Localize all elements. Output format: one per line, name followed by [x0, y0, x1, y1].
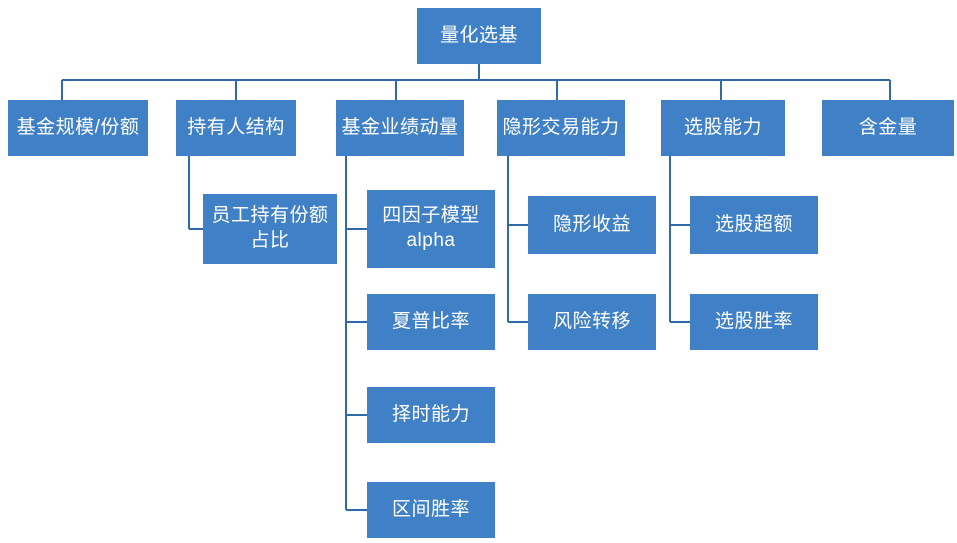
node-level3-interval-win-rate[interactable]: 区间胜率	[367, 482, 495, 538]
node-level3-stock-excess-return[interactable]: 选股超额	[690, 196, 818, 254]
node-level2-fund-scale[interactable]: 基金规模/份额	[8, 100, 148, 156]
node-root[interactable]: 量化选基	[417, 8, 541, 64]
node-level2-performance-momentum[interactable]: 基金业绩动量	[336, 100, 464, 156]
node-level3-timing-ability[interactable]: 择时能力	[367, 387, 495, 443]
node-level3-risk-transfer[interactable]: 风险转移	[528, 294, 656, 350]
node-level3-four-factor-alpha[interactable]: 四因子模型 alpha	[367, 190, 495, 268]
node-level2-gold-content[interactable]: 含金量	[822, 100, 954, 156]
node-level3-sharpe-ratio[interactable]: 夏普比率	[367, 294, 495, 350]
node-level2-stock-picking-ability[interactable]: 选股能力	[661, 100, 785, 156]
node-level2-holder-structure[interactable]: 持有人结构	[176, 100, 296, 156]
node-level3-stock-win-rate[interactable]: 选股胜率	[690, 294, 818, 350]
node-level3-hidden-return[interactable]: 隐形收益	[528, 196, 656, 254]
node-level3-employee-holding-ratio[interactable]: 员工持有份额 占比	[203, 194, 337, 264]
node-level2-hidden-trading-ability[interactable]: 隐形交易能力	[497, 100, 625, 156]
